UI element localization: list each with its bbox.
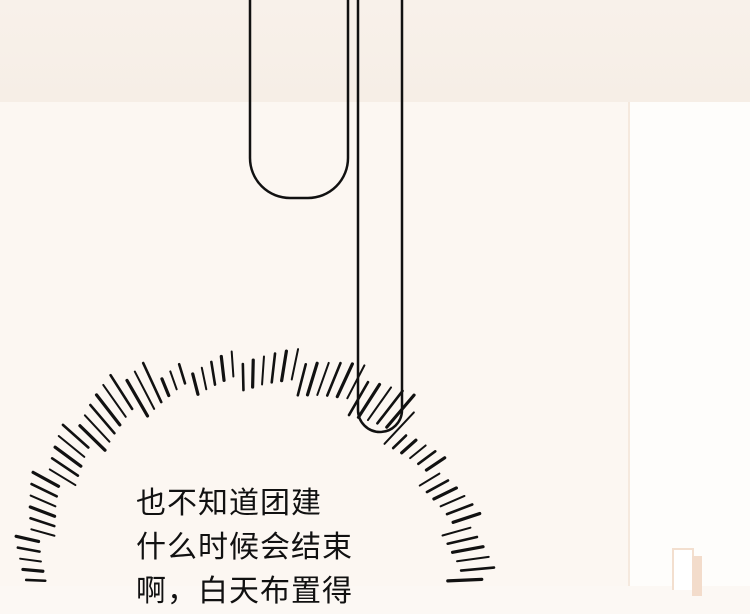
burst-tick <box>24 578 47 583</box>
burst-tick <box>31 470 61 488</box>
speech-caption: 也不知道团建 什么时候会结束 啊，白天布置得 <box>136 482 353 614</box>
burst-tick <box>356 382 382 419</box>
hanging-strap-left <box>248 0 350 200</box>
burst-tick <box>19 557 42 563</box>
burst-tick <box>21 567 45 573</box>
burst-tick <box>57 435 86 458</box>
burst-tick <box>366 386 393 422</box>
burst-tick <box>210 360 217 386</box>
burst-tick <box>296 362 308 397</box>
burst-tick <box>14 534 41 544</box>
burst-tick <box>261 355 265 386</box>
burst-tick <box>316 361 330 396</box>
doorway <box>628 102 750 586</box>
burst-tick <box>441 526 472 537</box>
burst-tick <box>450 545 485 554</box>
burst-tick <box>391 434 408 450</box>
burst-tick <box>61 423 90 449</box>
burst-tick <box>325 361 342 397</box>
burst-tick <box>290 348 300 381</box>
burst-tick <box>169 370 178 391</box>
burst-tick <box>385 393 416 429</box>
burst-tick <box>459 566 496 572</box>
drawing-layer <box>14 0 496 583</box>
burst-tick <box>125 378 150 418</box>
burst-tick <box>30 482 58 498</box>
burst-tick <box>16 546 41 553</box>
caption-line: 什么时候会结束 <box>136 530 353 565</box>
burst-tick <box>200 366 208 391</box>
burst-tick <box>28 505 57 518</box>
burst-tick <box>432 486 458 501</box>
burst-tick <box>50 457 80 477</box>
burst-tick <box>409 444 427 460</box>
burst-tick <box>160 377 171 398</box>
ceiling-band <box>0 0 750 102</box>
burst-tick <box>305 361 319 397</box>
burst-tick <box>141 361 163 404</box>
burst-tick <box>94 393 122 427</box>
burst-tick <box>219 354 226 382</box>
caption-line: 啊，白天布置得 <box>136 574 353 609</box>
burst-tick <box>29 494 57 508</box>
burst-tick <box>346 364 366 400</box>
object-box-side <box>692 556 702 596</box>
burst-tick <box>83 414 111 443</box>
burst-tick <box>251 358 255 389</box>
burst-tick <box>270 352 277 384</box>
burst-tick <box>417 450 437 466</box>
burst-tick <box>439 494 466 508</box>
burst-tick <box>133 370 156 410</box>
burst-tick <box>446 535 479 546</box>
burst-tick <box>109 373 134 411</box>
burst-tick <box>335 362 354 399</box>
burst-tick <box>89 403 116 435</box>
emphasis-burst <box>14 348 496 583</box>
wall <box>0 102 628 586</box>
burst-tick <box>230 350 235 378</box>
burst-tick <box>424 456 447 472</box>
burst-tick <box>456 555 490 563</box>
burst-tick <box>30 528 56 537</box>
burst-tick <box>383 411 415 445</box>
burst-tick <box>445 503 474 516</box>
burst-tick <box>418 472 441 487</box>
burst-tick <box>191 372 200 396</box>
burst-tick <box>53 445 83 468</box>
burst-tick <box>78 424 107 452</box>
hanging-strap-right <box>356 0 404 434</box>
burst-tick <box>280 349 289 383</box>
burst-tick <box>29 516 56 528</box>
burst-tick <box>400 438 418 455</box>
burst-tick <box>376 389 404 425</box>
caption-line: 也不知道团建 <box>136 486 322 521</box>
burst-tick <box>177 362 187 385</box>
burst-tick <box>425 479 450 494</box>
burst-tick <box>102 383 127 418</box>
burst-tick <box>241 362 245 392</box>
burst-tick <box>48 468 77 487</box>
burst-tick <box>446 577 484 583</box>
burst-tick <box>451 511 482 524</box>
